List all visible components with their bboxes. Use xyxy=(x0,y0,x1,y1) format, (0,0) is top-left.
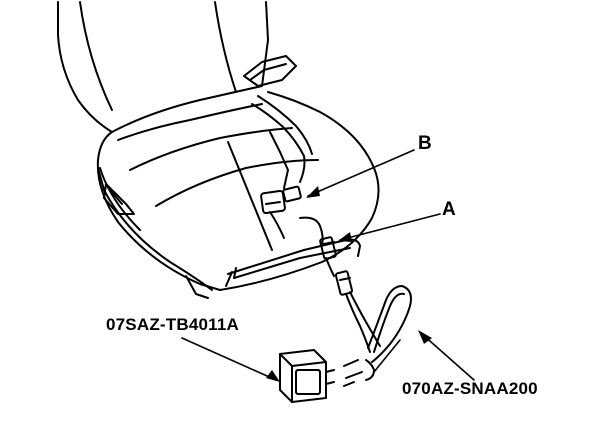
callout-a: A xyxy=(442,199,456,220)
connector-a xyxy=(319,236,337,277)
leader-arrows xyxy=(181,149,475,381)
seat-harness xyxy=(251,95,324,247)
seat-belt-buckle xyxy=(243,55,297,87)
callout-harness-part-number: 070AZ-SNAA200 xyxy=(402,379,538,398)
arrow-heads xyxy=(266,186,432,382)
control-unit-box xyxy=(279,349,335,403)
cable-bundle xyxy=(343,285,412,387)
seat-back xyxy=(57,1,269,133)
seat-cushion xyxy=(96,91,380,291)
callout-control-unit-part-number: 07SAZ-TB4011A xyxy=(106,315,239,334)
callout-b: B xyxy=(418,133,432,154)
seat-side-trim xyxy=(97,167,213,299)
